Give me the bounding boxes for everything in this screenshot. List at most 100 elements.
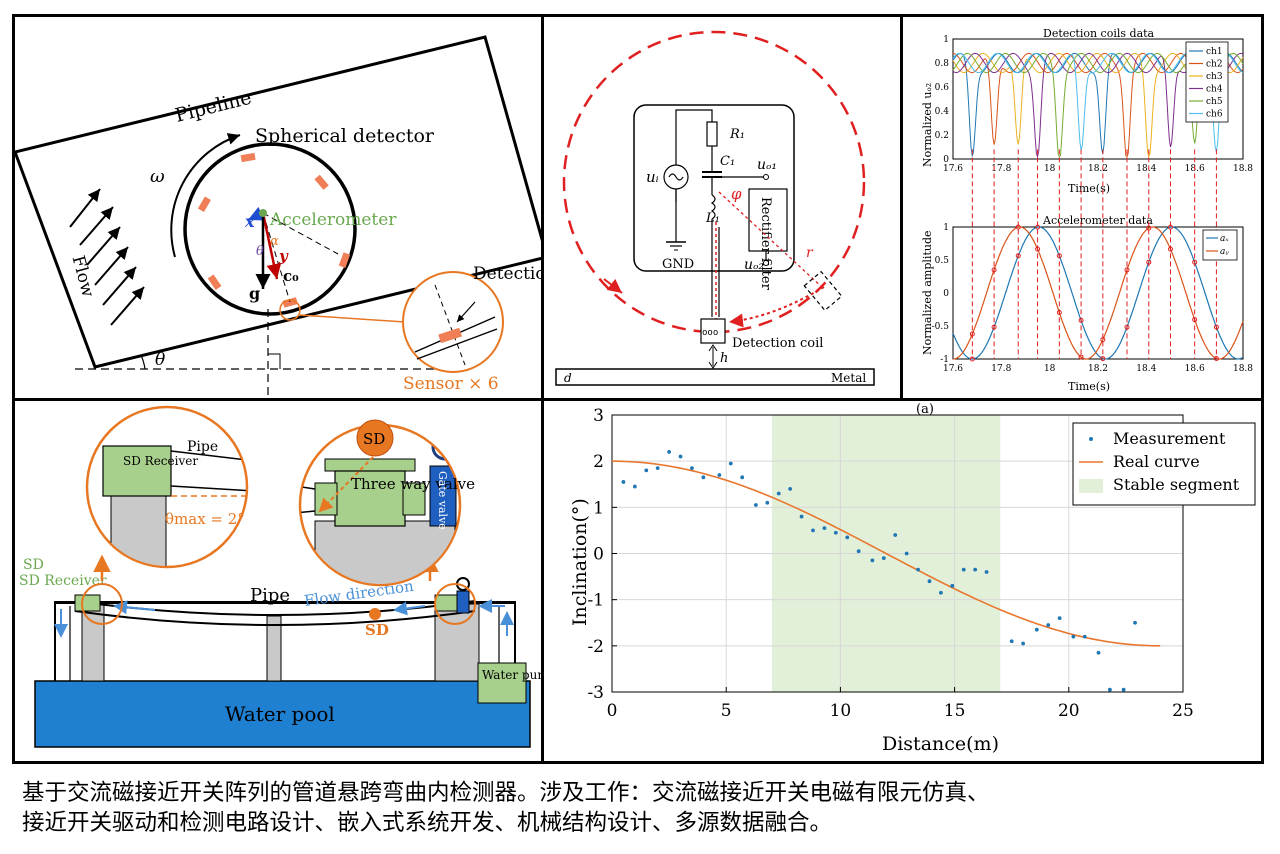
accel-legend-label: aᵧ: [1220, 247, 1229, 257]
sync-marker: [1168, 246, 1173, 252]
measurement-point: [701, 475, 706, 480]
x-tick-label: 20: [1058, 701, 1080, 721]
spherical-detector-circle: [183, 142, 357, 316]
sync-marker: [1192, 317, 1198, 323]
detection-coil-box: [700, 318, 726, 344]
accel-ylabel: Normalized amplitude: [921, 231, 934, 356]
detection-coil-label: Detection coil: [732, 336, 823, 351]
coils-x-tick-label: 17.8: [991, 164, 1011, 174]
coils-ylabel: Normalized uₒ₂: [921, 83, 934, 167]
legend-label: Measurement: [1113, 429, 1226, 448]
sync-marker: [1078, 354, 1084, 360]
metal-label: Metal: [831, 371, 866, 385]
sync-marker: [1168, 224, 1173, 230]
r-label: r: [806, 245, 814, 261]
accel-y-tick-label: 0: [943, 289, 949, 299]
x-tick-label: 15: [944, 701, 966, 721]
measurement-point: [678, 454, 683, 459]
h-label: h: [720, 351, 728, 366]
measurement-point: [799, 514, 804, 519]
uo2-label: uₒ₂: [744, 257, 764, 273]
sync-marker: [1015, 253, 1021, 259]
measurement-point: [655, 466, 660, 470]
c0-label: c₀: [283, 267, 299, 285]
svg-text:ooo: ooo: [702, 328, 718, 338]
caption-line-1: 基于交流磁接近开关阵列的管道悬跨弯曲内检测器。涉及工作：交流磁接近开关电磁有限元…: [22, 780, 990, 806]
legend-stable-marker: [1079, 479, 1103, 493]
theta-small-label: θ: [256, 244, 264, 259]
three-way-label: Three way valve: [351, 475, 475, 493]
coils-legend-label: ch5: [1206, 97, 1223, 107]
accel-title: Accelerometer data: [1042, 214, 1153, 227]
measurement-point: [717, 473, 722, 477]
chart-title: (a): [916, 402, 934, 417]
accel-x-tick-label: 18.2: [1088, 364, 1108, 374]
measurement-point: [1009, 639, 1014, 644]
measurement-point: [870, 558, 875, 563]
c1-label: C₁: [720, 154, 735, 169]
g-label: g: [249, 284, 260, 303]
sync-marker: [1146, 259, 1152, 265]
y-tick-label: -2: [587, 637, 604, 657]
sd-receiver-label-line1: SD: [23, 557, 44, 573]
measurement-point: [1046, 623, 1051, 627]
measurement-point: [1133, 620, 1137, 625]
sync-marker: [1192, 259, 1198, 265]
alpha-label: α: [270, 234, 279, 249]
chart-xlabel: Distance(m): [882, 733, 999, 755]
sensor-data-panel: Detection coils data Normalized uₒ₂ Time…: [900, 14, 1264, 401]
x-axis-label: x: [244, 212, 255, 231]
sync-marker: [1124, 267, 1130, 273]
coils-legend-label: ch1: [1206, 47, 1223, 57]
measurement-point: [833, 530, 838, 535]
measurement-point: [961, 567, 966, 572]
d-label: d: [564, 371, 572, 385]
x-tick-label: 0: [607, 701, 618, 721]
chart-legend: [1072, 422, 1256, 506]
x-tick-label: 5: [721, 701, 732, 721]
coils-x-tick-label: 17.6: [943, 164, 963, 174]
theta-ground-label: θ: [155, 350, 165, 370]
measurement-point: [950, 583, 955, 588]
sync-marker: [1213, 324, 1219, 330]
pipe-label: Pipe: [250, 585, 290, 606]
y-tick-label: 2: [593, 452, 604, 472]
measurement-point: [973, 567, 978, 572]
y-tick-label: 1: [593, 498, 604, 518]
accel-y-tick-label: -1: [940, 355, 949, 365]
coil-path-circle: [562, 30, 866, 334]
measurement-point: [811, 528, 815, 533]
measurement-point: [904, 551, 909, 556]
coils-y-tick-label: 0.2: [935, 131, 949, 141]
sync-marker: [969, 331, 975, 337]
sync-marker: [1213, 355, 1219, 361]
metal-plate: [555, 368, 875, 386]
y-tick-label: -1: [587, 591, 604, 611]
coils-y-tick-label: 0.4: [935, 107, 950, 117]
real-curve-line: [612, 460, 1161, 647]
accel-x-tick-label: 17.6: [943, 364, 963, 374]
accel-y-tick-label: -0.5: [932, 322, 950, 332]
measurement-point: [1034, 627, 1039, 632]
sync-marker: [1100, 337, 1106, 343]
accel-x-tick-label: 18.6: [1185, 364, 1205, 374]
measurement-point: [893, 533, 898, 537]
sensor-data-svg: Detection coils data Normalized uₒ₂ Time…: [921, 27, 1253, 393]
accel-axes-box: [952, 226, 1244, 360]
test-rig-svg: Water pool SD Flow direction Pipe SD SD …: [19, 405, 544, 748]
accel-y-tick-label: 1: [943, 223, 949, 233]
measurement-point: [856, 549, 861, 554]
water-pump-label: Water pump: [482, 668, 544, 682]
y-axis-label: y: [278, 247, 289, 265]
pipeline-outline: [15, 35, 541, 369]
measurement-point: [1071, 634, 1076, 639]
sd-small-label: SD: [365, 621, 389, 639]
detection-label: Detectio: [473, 264, 544, 284]
rectifier-label: Rectifier filter: [758, 197, 773, 291]
accel-legend-label: aₓ: [1220, 234, 1229, 244]
sync-marker: [1100, 356, 1106, 362]
coils-x-tick-label: 18.2: [1088, 164, 1108, 174]
measurement-point: [690, 466, 694, 470]
sd-ball-label: SD: [363, 430, 385, 448]
